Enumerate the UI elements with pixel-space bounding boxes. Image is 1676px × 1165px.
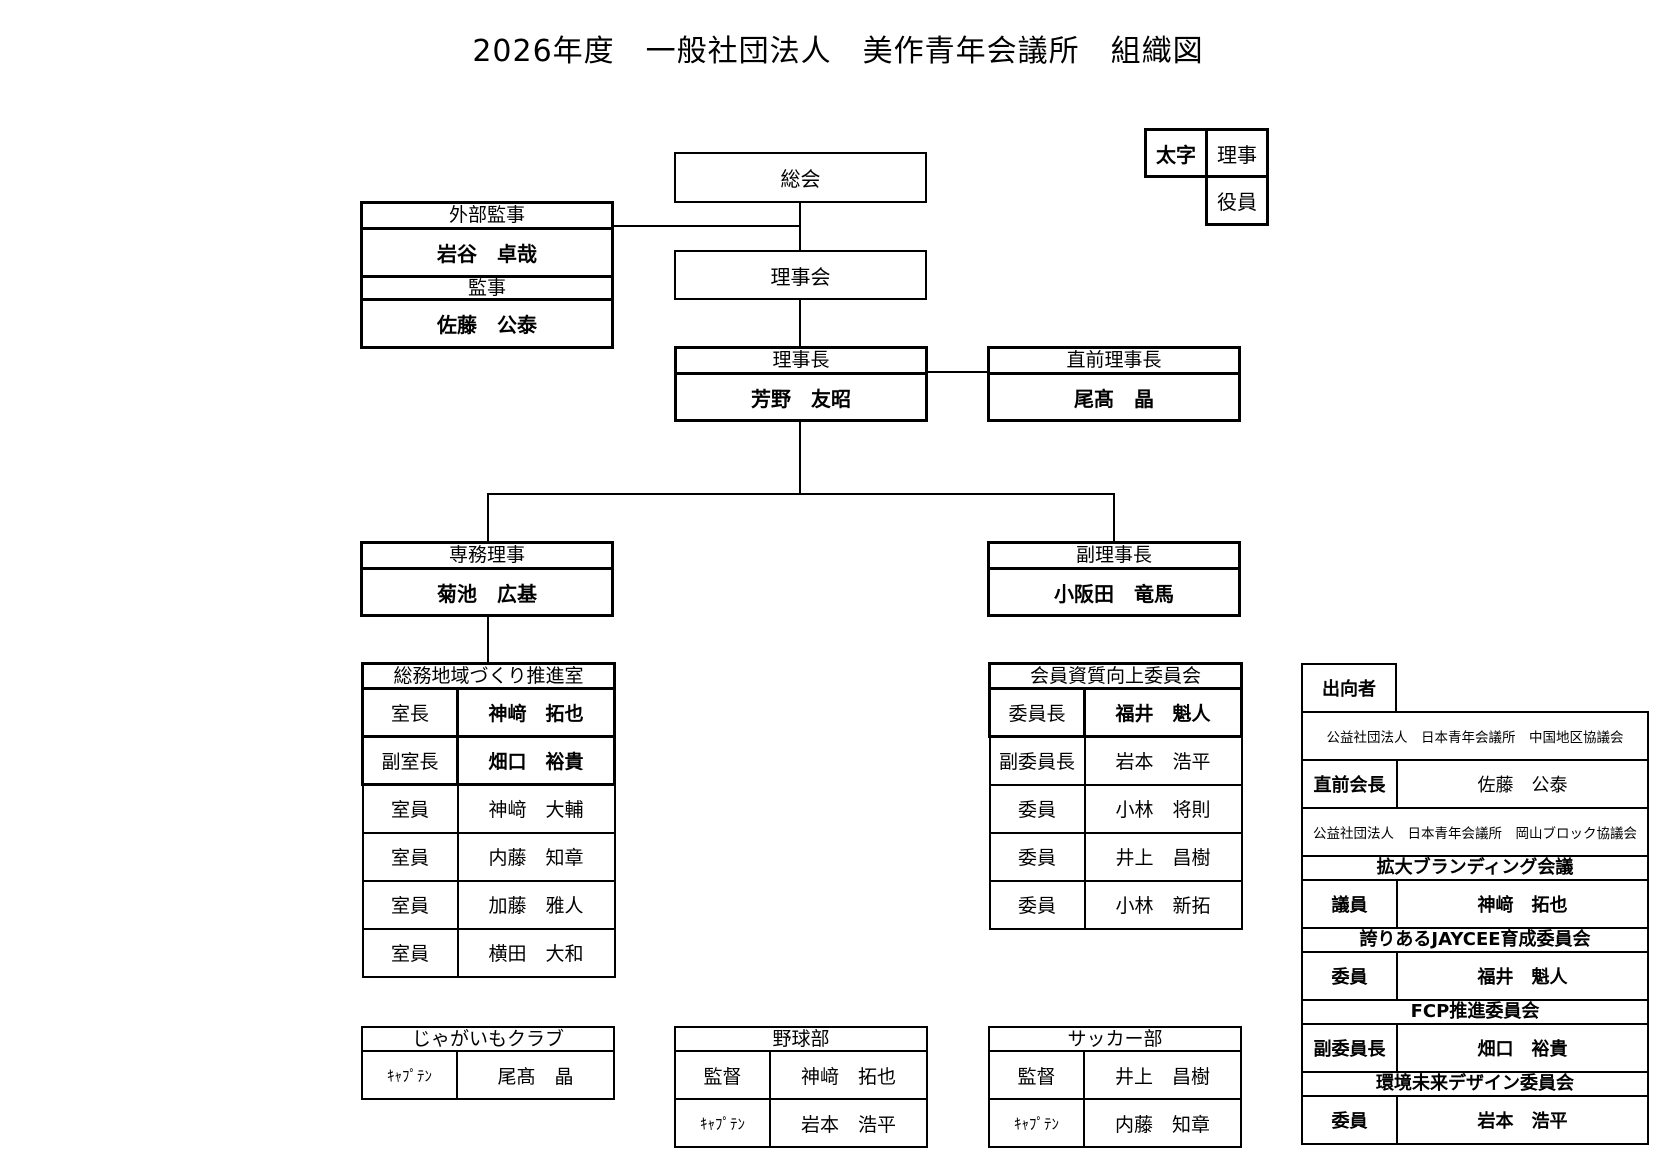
member-name: 内藤 知章 bbox=[1082, 1098, 1243, 1148]
potato-club-title: じゃがいもクラブ bbox=[360, 1026, 616, 1052]
member-role: 室員 bbox=[361, 927, 459, 978]
member-role: 委員 bbox=[988, 783, 1086, 834]
member-role: 副委員長 bbox=[988, 735, 1086, 786]
member-name: 神﨑 大輔 bbox=[456, 783, 616, 834]
connector-line bbox=[799, 421, 801, 495]
legend: 太字 理事 役員 bbox=[1144, 128, 1272, 228]
legend-bold: 太字 bbox=[1144, 128, 1208, 178]
secondee-group-title: FCP推進委員会 bbox=[1301, 999, 1649, 1025]
member-role: ｷｬﾌﾟﾃﾝ bbox=[988, 1098, 1085, 1148]
secondee-role: 委員 bbox=[1301, 1095, 1398, 1145]
member-name: 福井 魁人 bbox=[1082, 687, 1244, 738]
connector-line bbox=[487, 615, 489, 663]
general-affairs-title: 総務地域づくり推進室 bbox=[360, 662, 617, 690]
connector-line bbox=[487, 493, 1115, 495]
president-label: 理事長 bbox=[677, 349, 925, 375]
connector-line bbox=[799, 202, 801, 250]
member-role: 委員 bbox=[988, 879, 1086, 930]
member-role: ｷｬﾌﾟﾃﾝ bbox=[361, 1050, 458, 1100]
secondee-group-title: 環境未来デザイン委員会 bbox=[1301, 1071, 1649, 1097]
secondee-role: 直前会長 bbox=[1301, 759, 1398, 809]
member-name: 岩本 浩平 bbox=[768, 1098, 929, 1148]
member-name: 内藤 知章 bbox=[456, 831, 616, 882]
secondee-name: 佐藤 公泰 bbox=[1396, 759, 1649, 809]
connector-line bbox=[610, 225, 800, 227]
legend-director: 理事 bbox=[1205, 128, 1269, 178]
member-role: 委員長 bbox=[988, 687, 1086, 738]
member-name: 神﨑 拓也 bbox=[455, 687, 617, 738]
external-auditor-name: 岩谷 卓哉 bbox=[437, 242, 537, 266]
connector-line bbox=[799, 299, 801, 347]
auditor-name: 佐藤 公泰 bbox=[437, 313, 537, 337]
secondee-name: 神﨑 拓也 bbox=[1396, 879, 1649, 929]
membership-committee-table: 会員資質向上委員会 委員長福井 魁人 副委員長岩本 浩平 委員小林 将則 委員井… bbox=[987, 662, 1244, 930]
secondee-role: 委員 bbox=[1301, 951, 1398, 1001]
member-role: 室員 bbox=[361, 879, 459, 930]
connector-line bbox=[926, 371, 988, 373]
member-name: 小林 将則 bbox=[1083, 783, 1243, 834]
secondee-name: 岩本 浩平 bbox=[1396, 1095, 1649, 1145]
member-name: 横田 大和 bbox=[456, 927, 616, 978]
president-box: 理事長 芳野 友昭 bbox=[674, 346, 928, 422]
secondee-name: 畑口 裕貴 bbox=[1396, 1023, 1649, 1073]
member-role: 副室長 bbox=[361, 735, 459, 786]
external-auditor-label: 外部監事 bbox=[363, 204, 611, 230]
secondee-org-name: 公益社団法人 日本青年会議所 岡山ブロック協議会 bbox=[1301, 807, 1649, 857]
auditors-box: 外部監事 岩谷 卓哉 監事 佐藤 公泰 bbox=[360, 201, 614, 349]
baseball-club-title: 野球部 bbox=[673, 1026, 929, 1052]
general-affairs-table: 総務地域づくり推進室 室長神﨑 拓也 副室長畑口 裕貴 室員神﨑 大輔 室員内藤… bbox=[360, 662, 617, 978]
general-assembly-box: 総会 bbox=[674, 152, 927, 203]
member-name: 小林 新拓 bbox=[1083, 879, 1243, 930]
member-role: 監督 bbox=[988, 1050, 1085, 1100]
secondee-role: 議員 bbox=[1301, 879, 1398, 929]
soccer-club-title: サッカー部 bbox=[987, 1026, 1243, 1052]
member-role: ｷｬﾌﾟﾃﾝ bbox=[674, 1098, 771, 1148]
member-role: 委員 bbox=[988, 831, 1086, 882]
president-name: 芳野 友昭 bbox=[751, 386, 851, 411]
secondee-group-title: 拡大ブランディング会議 bbox=[1301, 855, 1649, 881]
vice-president-box: 副理事長 小阪田 竜馬 bbox=[987, 541, 1241, 617]
vice-president-label: 副理事長 bbox=[990, 544, 1238, 570]
member-role: 室員 bbox=[361, 831, 459, 882]
member-name: 井上 昌樹 bbox=[1083, 831, 1243, 882]
member-role: 監督 bbox=[674, 1050, 771, 1100]
connector-line bbox=[1113, 493, 1115, 542]
past-president-name: 尾髙 晶 bbox=[1074, 386, 1154, 411]
secondee-role: 副委員長 bbox=[1301, 1023, 1398, 1073]
baseball-club-table: 野球部 監督神﨑 拓也 ｷｬﾌﾟﾃﾝ岩本 浩平 bbox=[673, 1026, 929, 1148]
secondee-org-name: 公益社団法人 日本青年会議所 中国地区協議会 bbox=[1301, 711, 1649, 761]
member-name: 加藤 雅人 bbox=[456, 879, 616, 930]
executive-director-name: 菊池 広基 bbox=[437, 581, 537, 606]
page-title: 2026年度 一般社団法人 美作青年会議所 組織図 bbox=[472, 34, 1204, 69]
vice-president-name: 小阪田 竜馬 bbox=[1054, 581, 1174, 606]
membership-committee-title: 会員資質向上委員会 bbox=[987, 662, 1244, 690]
potato-club-table: じゃがいもクラブ ｷｬﾌﾟﾃﾝ尾髙 晶 bbox=[360, 1026, 616, 1100]
executive-director-label: 専務理事 bbox=[363, 544, 611, 570]
member-role: 室員 bbox=[361, 783, 459, 834]
auditor-label: 監事 bbox=[363, 275, 611, 301]
executive-director-box: 専務理事 菊池 広基 bbox=[360, 541, 614, 617]
past-president-label: 直前理事長 bbox=[990, 349, 1238, 375]
member-name: 畑口 裕貴 bbox=[455, 735, 617, 786]
past-president-box: 直前理事長 尾髙 晶 bbox=[987, 346, 1241, 422]
secondees-header: 出向者 bbox=[1301, 663, 1397, 713]
member-role: 室長 bbox=[361, 687, 459, 738]
soccer-club-table: サッカー部 監督井上 昌樹 ｷｬﾌﾟﾃﾝ内藤 知章 bbox=[987, 1026, 1243, 1148]
member-name: 岩本 浩平 bbox=[1083, 735, 1243, 786]
secondee-group-title: 誇りあるJAYCEE育成委員会 bbox=[1301, 927, 1649, 953]
member-name: 神﨑 拓也 bbox=[768, 1050, 929, 1100]
secondees-table: 公益社団法人 日本青年会議所 中国地区協議会 直前会長佐藤 公泰 公益社団法人 … bbox=[1301, 711, 1649, 1145]
secondee-name: 福井 魁人 bbox=[1396, 951, 1649, 1001]
board-box: 理事会 bbox=[674, 250, 927, 300]
member-name: 井上 昌樹 bbox=[1082, 1050, 1243, 1100]
member-name: 尾髙 晶 bbox=[455, 1050, 616, 1100]
legend-officer: 役員 bbox=[1205, 175, 1269, 226]
connector-line bbox=[487, 493, 489, 542]
